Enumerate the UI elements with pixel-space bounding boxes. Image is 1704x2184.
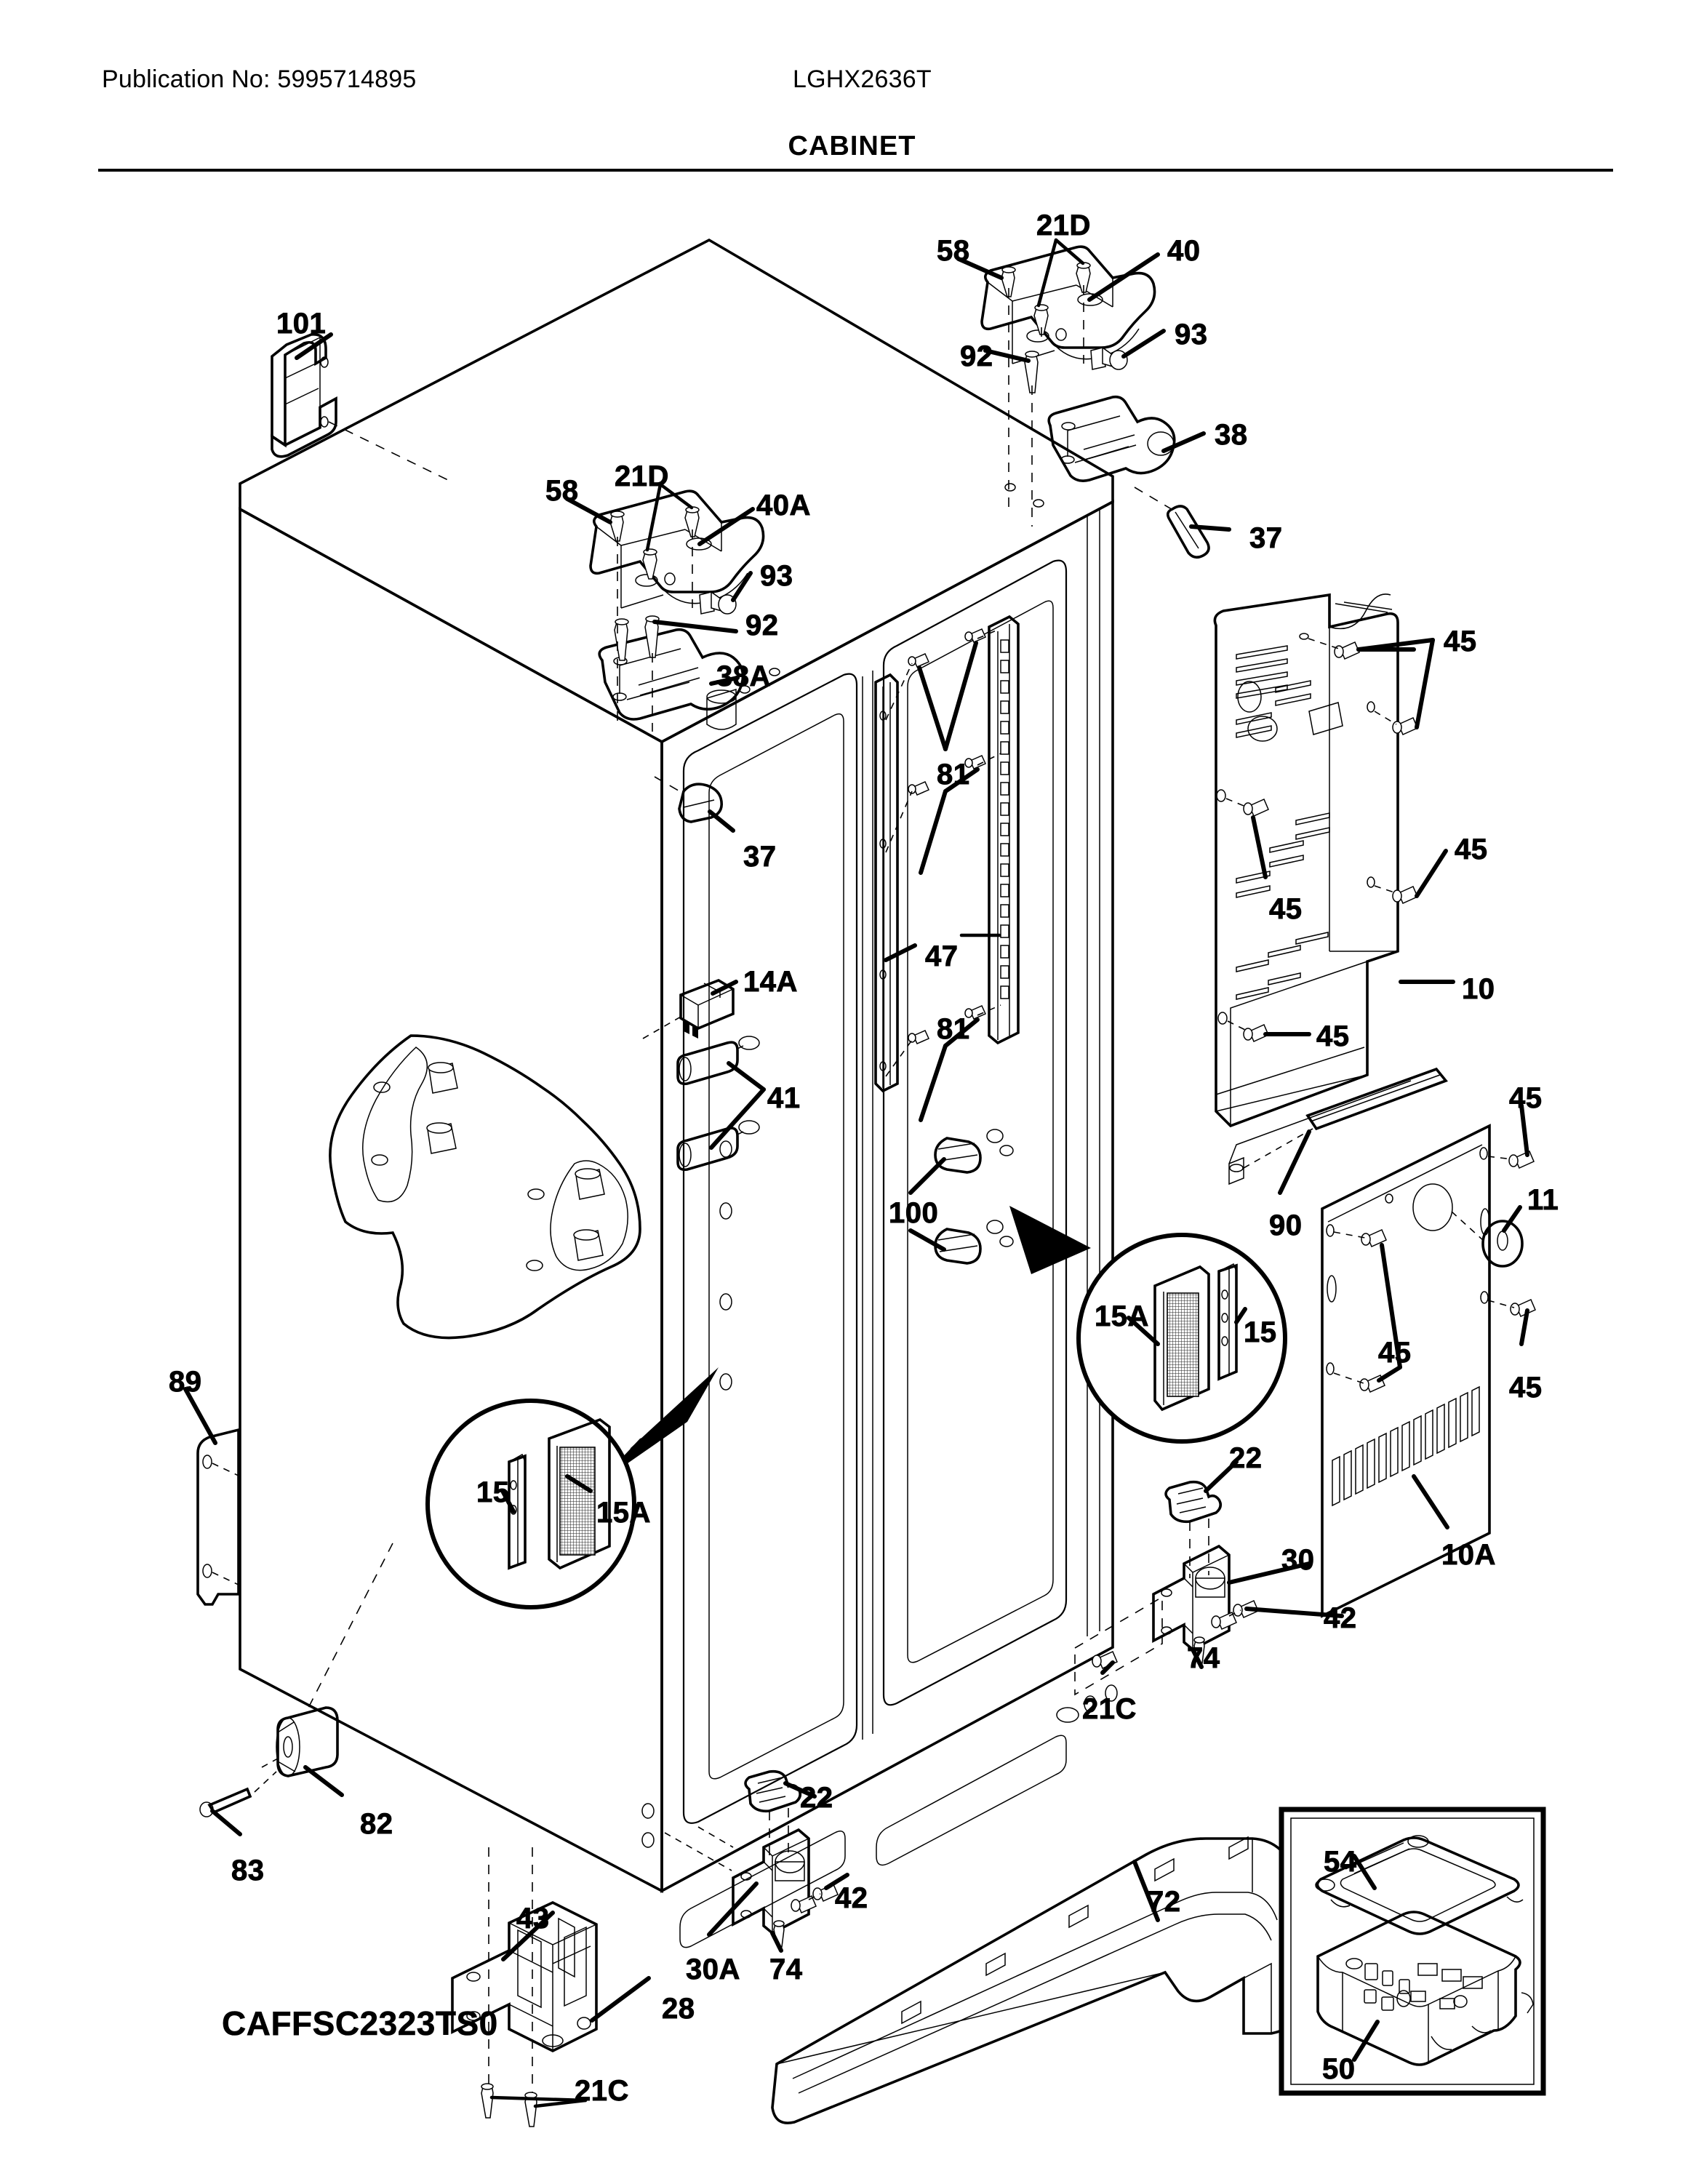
callout-45-panel-low: 45 [1509,1372,1543,1404]
callout-81-lower: 81 [937,1013,970,1045]
callout-37-front: 37 [743,841,777,873]
callout-42-left: 42 [835,1882,868,1914]
callout-40: 40 [1167,235,1201,267]
callout-47: 47 [925,940,959,972]
callout-43: 43 [516,1903,550,1935]
callout-38a: 38A [716,660,771,692]
callout-40a: 40A [756,489,811,521]
callout-83: 83 [231,1855,265,1887]
publication-number: Publication No: 5995714895 [102,65,417,93]
callout-74-right: 74 [1187,1642,1220,1674]
header-divider [98,169,1613,172]
callout-92-left: 92 [745,609,779,641]
callout-45-panel-left: 45 [1378,1337,1412,1369]
callout-10: 10 [1462,973,1495,1005]
callout-72: 72 [1148,1886,1181,1918]
callout-45-panel-top: 45 [1509,1082,1543,1114]
callout-21d: 21D [1036,209,1091,241]
callout-58: 58 [937,235,970,267]
callout-82: 82 [360,1808,393,1840]
callout-14a: 14A [743,966,798,998]
callout-22-left: 22 [800,1782,833,1814]
callout-37-right: 37 [1249,522,1283,554]
page-title: CABINET [788,131,916,161]
callout-58-left: 58 [545,475,579,507]
callout-42-right: 42 [1324,1602,1357,1634]
callout-45-duct-low: 45 [1316,1020,1350,1052]
callout-101: 101 [276,308,327,340]
callout-15-right: 15 [1244,1316,1277,1348]
callout-15a-left: 15A [596,1497,651,1529]
callout-21d-left: 21D [615,460,669,492]
callout-22-right: 22 [1229,1442,1263,1474]
model-number: LGHX2636T [793,65,932,93]
callout-100: 100 [889,1197,939,1229]
callout-93: 93 [1175,319,1208,351]
callout-21c-left: 21C [575,2075,629,2107]
callout-15-left: 15 [476,1476,510,1508]
callout-92: 92 [960,340,993,372]
callout-10a: 10A [1441,1539,1496,1571]
callout-90: 90 [1269,1209,1303,1241]
callout-89: 89 [169,1366,202,1398]
callout-30: 30 [1281,1544,1315,1576]
callout-81-upper: 81 [937,759,970,791]
callout-15a-right: 15A [1095,1300,1149,1332]
callout-45-duct-top: 45 [1444,625,1477,657]
callout-54: 54 [1324,1846,1357,1878]
callout-45-duct-left: 45 [1269,893,1303,925]
callout-50: 50 [1322,2053,1356,2085]
callout-28: 28 [662,1993,695,2025]
callout-21c-right: 21C [1082,1693,1137,1725]
model-code: CAFFSC2323TS0 [222,2004,498,2043]
callout-74-left: 74 [769,1953,803,1985]
callout-93-left: 93 [760,560,793,592]
callout-30a: 30A [686,1953,740,1985]
callout-11: 11 [1527,1184,1559,1216]
callout-38: 38 [1215,419,1248,451]
callout-45-duct-right: 45 [1455,833,1488,865]
callout-41: 41 [767,1082,801,1114]
